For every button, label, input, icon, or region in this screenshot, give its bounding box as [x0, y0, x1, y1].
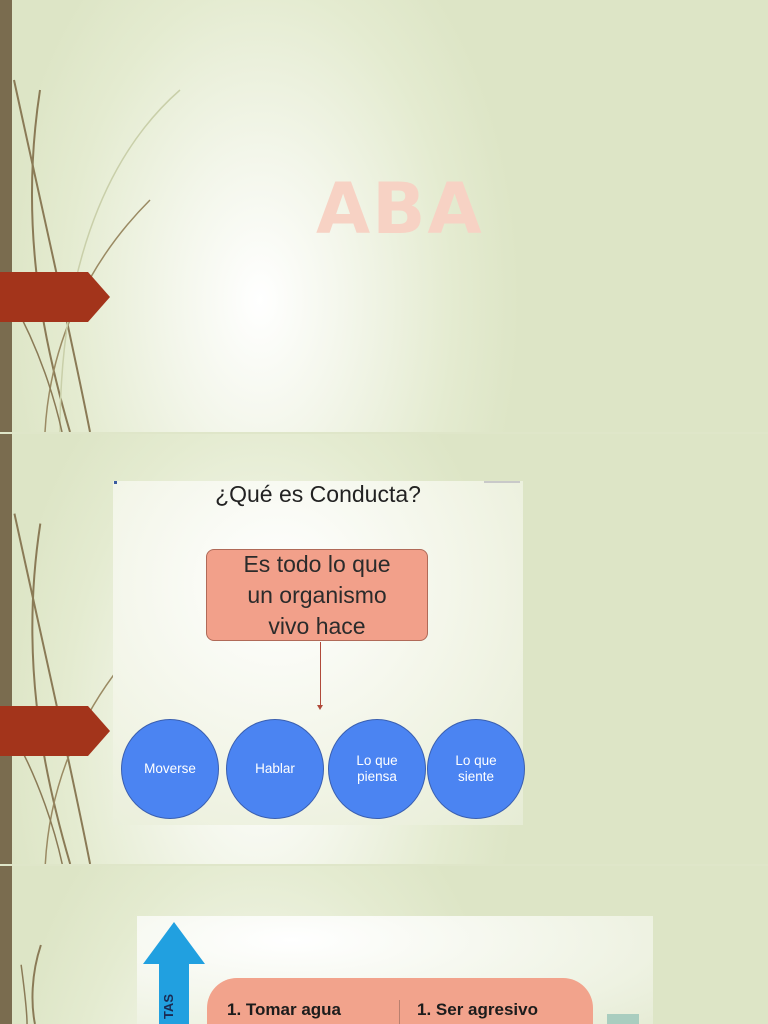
teal-block — [607, 1014, 639, 1024]
behavior-label: Lo que piensa — [356, 753, 398, 784]
down-arrow-head — [317, 705, 323, 710]
up-arrow-body — [159, 962, 189, 1024]
side-bar — [0, 866, 12, 1024]
up-arrow-icon — [143, 922, 205, 964]
tag-arrow-icon — [0, 272, 110, 322]
slide-definition[interactable]: ¿Qué es Conducta? Es todo lo que un orga… — [0, 434, 768, 864]
down-arrow-icon — [320, 642, 321, 706]
behavior-circle-siente: Lo que siente — [427, 719, 525, 819]
side-bar — [0, 434, 12, 864]
image-corner-mark — [114, 481, 117, 484]
diagram-heading: ¿Qué es Conducta? — [215, 481, 421, 507]
presentation-title: ABA — [316, 168, 484, 250]
embedded-diagram: ¿Qué es Conducta? Es todo lo que un orga… — [113, 481, 525, 825]
behavior-box — [207, 978, 593, 1024]
divider — [399, 1000, 400, 1024]
side-bar — [0, 0, 12, 432]
grass-decoration-icon — [11, 79, 181, 432]
behavior-item: 1. Ser agresivo — [417, 1000, 538, 1019]
definition-line: un organismo — [247, 581, 387, 608]
slide-title[interactable]: ABA — [0, 0, 768, 432]
behavior-item: 1. Tomar agua — [227, 1000, 341, 1019]
definition-line: Es todo lo que — [243, 550, 391, 577]
slide-behaviors[interactable]: TAS 1. Tomar agua 1. Ser agresivo — [0, 866, 768, 1024]
embedded-diagram: TAS 1. Tomar agua 1. Ser agresivo — [137, 916, 653, 1024]
image-corner-mark — [484, 481, 520, 483]
behavior-circle-hablar: Hablar — [226, 719, 324, 819]
behavior-label: Lo que siente — [455, 753, 497, 784]
behavior-label: Moverse — [144, 761, 196, 776]
vertical-label: TAS — [161, 994, 176, 1020]
definition-line: vivo hace — [268, 612, 366, 639]
behavior-circle-moverse: Moverse — [121, 719, 219, 819]
behavior-label: Hablar — [255, 761, 295, 776]
tag-arrow-icon — [0, 706, 110, 756]
definition-box: Es todo lo que un organismo vivo hace — [206, 549, 428, 641]
behavior-circle-piensa: Lo que piensa — [328, 719, 426, 819]
